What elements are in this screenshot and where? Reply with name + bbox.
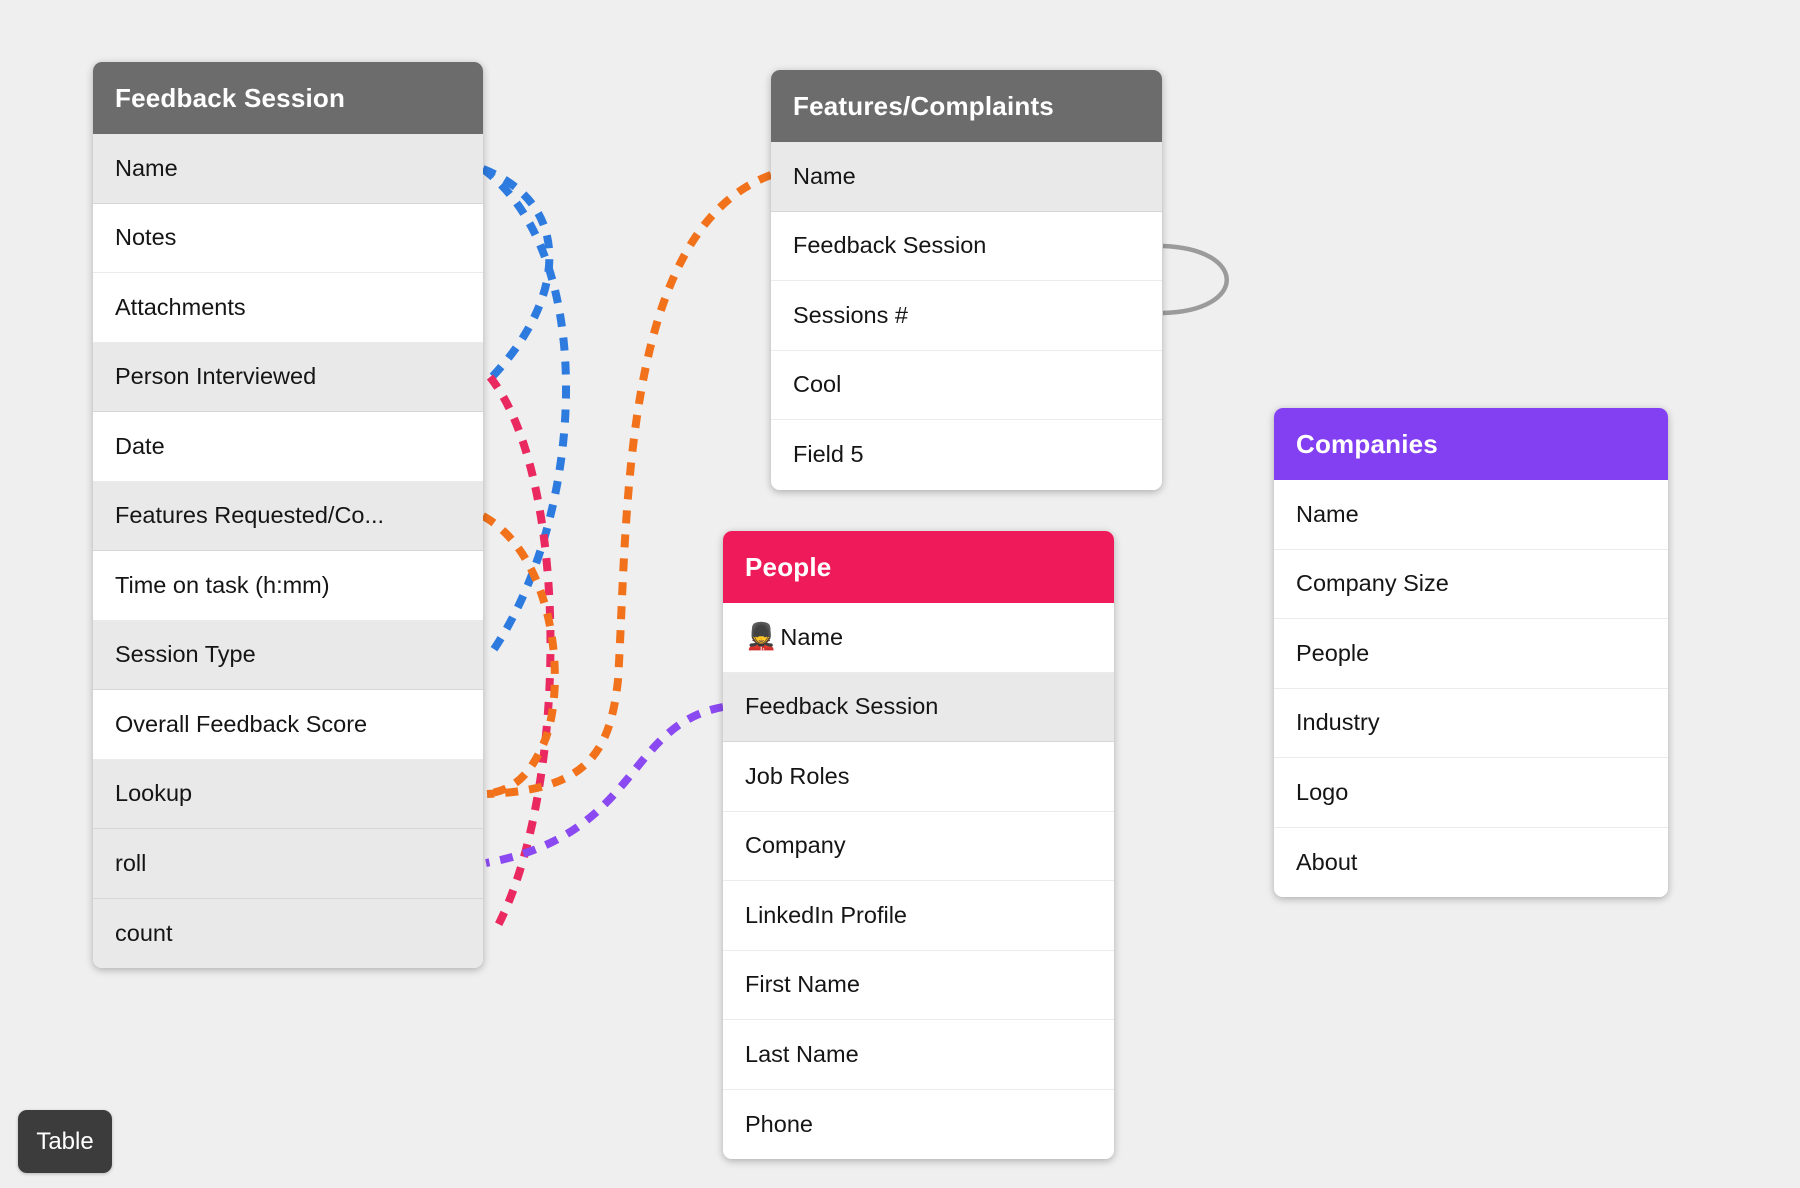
field-row[interactable]: Lookup [93, 759, 483, 829]
field-label: Features Requested/Co... [115, 502, 385, 529]
field-label: Company Size [1296, 570, 1449, 597]
field-label: Name [115, 154, 178, 181]
table-button[interactable]: Table [18, 1110, 112, 1173]
field-row[interactable]: Company [723, 811, 1114, 881]
field-label: Person Interviewed [115, 363, 317, 390]
connection-pink-person-interviewed-to-count [486, 374, 555, 935]
field-label: People [1296, 639, 1370, 666]
field-row[interactable]: First Name [723, 950, 1114, 1020]
field-row[interactable]: People [1274, 619, 1668, 689]
field-row[interactable]: Field 5 [771, 420, 1162, 490]
field-row[interactable]: Feedback Session [771, 211, 1162, 281]
field-label: Feedback Session [745, 693, 939, 720]
field-label: Name [780, 623, 844, 650]
connection-blue-name-to-person-interviewed [481, 165, 554, 380]
field-label: Notes [115, 224, 177, 251]
connection-orange-features-requested-to-lookup [481, 512, 559, 798]
table-title: Features/Complaints [793, 90, 1054, 121]
field-label: Session Type [115, 641, 256, 668]
field-row[interactable]: Time on task (h:mm) [93, 551, 483, 621]
field-label: Company [745, 832, 846, 859]
field-label: roll [115, 849, 147, 876]
field-label: About [1296, 848, 1358, 875]
field-label: Attachments [115, 293, 246, 320]
field-label: Name [1296, 500, 1359, 527]
field-label: Industry [1296, 709, 1380, 736]
field-label: Sessions # [793, 301, 908, 328]
field-label: Last Name [745, 1040, 859, 1067]
field-row[interactable]: Job Roles [723, 742, 1114, 812]
connection-blue-name-to-session-type [480, 165, 570, 658]
field-label: Cool [793, 371, 842, 398]
field-row[interactable]: Industry [1274, 688, 1668, 758]
field-label: First Name [745, 971, 860, 998]
field-row[interactable]: LinkedIn Profile [723, 881, 1114, 951]
field-row[interactable]: Overall Feedback Score [93, 690, 483, 760]
field-row[interactable]: Phone [723, 1089, 1114, 1159]
field-label: Logo [1296, 778, 1349, 805]
field-row[interactable]: Name [93, 134, 483, 204]
field-label: Lookup [115, 780, 193, 807]
field-row[interactable]: Attachments [93, 273, 483, 343]
field-row[interactable]: 💂Name [723, 603, 1114, 673]
field-row[interactable]: Session Type [93, 620, 483, 690]
field-row[interactable]: Date [93, 412, 483, 482]
field-label: Time on task (h:mm) [115, 571, 330, 598]
field-label: count [115, 919, 173, 946]
table-title: Companies [1296, 428, 1438, 459]
field-row[interactable]: Sessions # [771, 281, 1162, 351]
connection-purple-people-feedback-session-to-roll [485, 703, 724, 867]
field-row[interactable]: Company Size [1274, 549, 1668, 619]
field-row[interactable]: count [93, 898, 483, 968]
field-label: Field 5 [793, 441, 864, 468]
field-row[interactable]: Logo [1274, 758, 1668, 828]
field-row[interactable]: Notes [93, 203, 483, 273]
table-header-companies[interactable]: Companies [1274, 408, 1668, 480]
guardsman-emoji-icon: 💂 [745, 622, 778, 653]
field-label: Job Roles [745, 762, 850, 789]
table-title: People [745, 551, 832, 582]
field-row[interactable]: Person Interviewed [93, 342, 483, 412]
field-row[interactable]: About [1274, 827, 1668, 897]
field-row[interactable]: Cool [771, 350, 1162, 420]
field-label: LinkedIn Profile [745, 901, 907, 928]
table-title: Feedback Session [115, 82, 346, 113]
table-header-feedback-session[interactable]: Feedback Session [93, 62, 483, 134]
field-label: Date [115, 432, 165, 459]
field-label: Feedback Session [793, 232, 987, 259]
field-row[interactable]: roll [93, 829, 483, 899]
table-header-features-complaints[interactable]: Features/Complaints [771, 70, 1162, 142]
field-row[interactable]: Last Name [723, 1020, 1114, 1090]
field-label: Name [793, 162, 856, 189]
connection-gray-self-loop-feedback-session-to-sessions [1162, 243, 1229, 316]
field-label: Phone [745, 1110, 813, 1137]
field-row[interactable]: Name [1274, 480, 1668, 550]
field-row[interactable]: Name [771, 142, 1162, 212]
field-row[interactable]: Features Requested/Co... [93, 481, 483, 551]
field-label: Overall Feedback Score [115, 710, 368, 737]
table-header-people[interactable]: People [723, 531, 1114, 603]
field-row[interactable]: Feedback Session [723, 672, 1114, 742]
